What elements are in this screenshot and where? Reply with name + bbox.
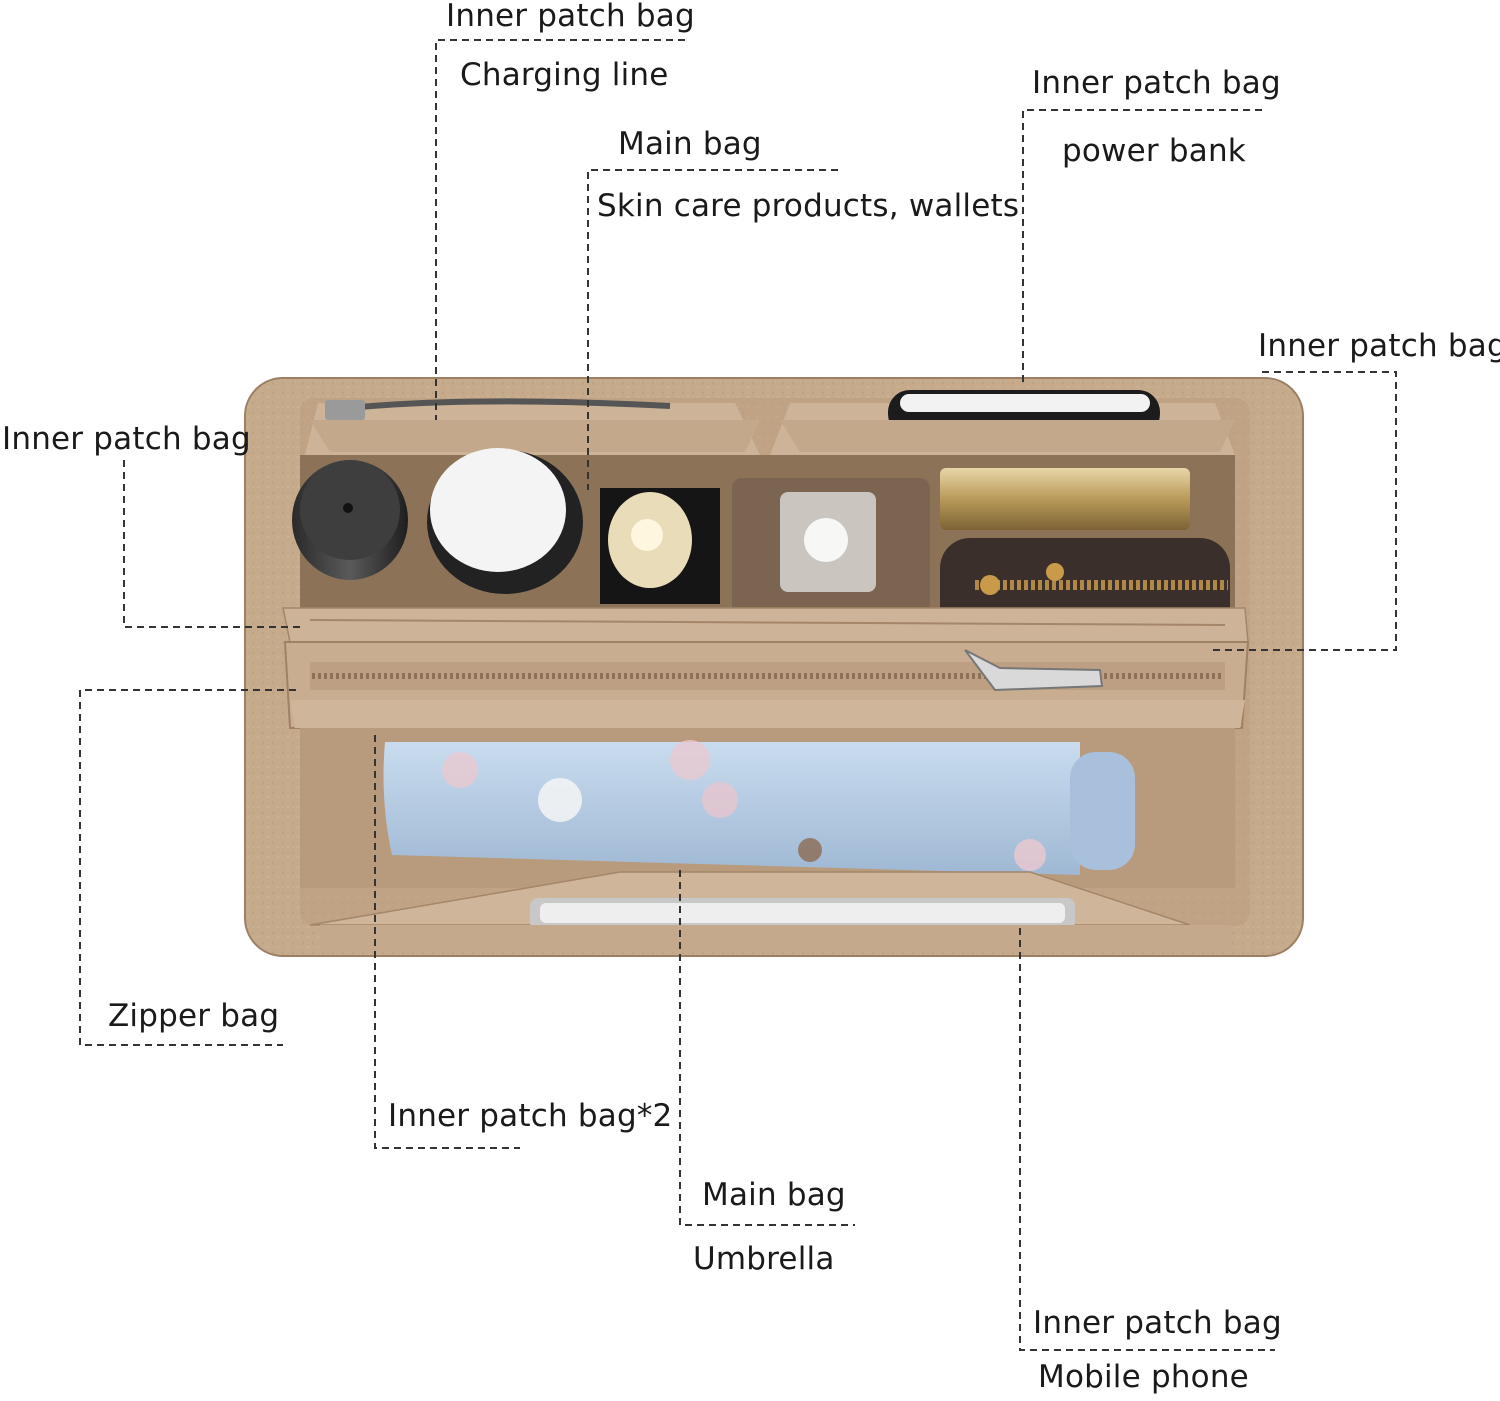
leader-right-inner [1210,371,1397,651]
label-top-left-inner-patch-bag: Inner patch bag [446,0,695,34]
label-power-bank: power bank [1062,133,1246,169]
label-right-inner-patch-bag: Inner patch bag [1258,328,1500,364]
label-mobile-phone: Mobile phone [1038,1359,1249,1395]
label-left-inner-patch-bag: Inner patch bag [2,421,251,457]
back-pockets [305,390,1235,455]
label-bottom-right-inner-patch-bag: Inner patch bag [1033,1305,1282,1341]
label-skin-care-wallets: Skin care products, wallets [597,188,1020,224]
front-pocket [309,871,1230,952]
leader-power-bank [1022,109,1262,382]
center-divider [282,607,1249,643]
label-top-right-inner-patch-bag: Inner patch bag [1032,65,1281,101]
main-compartment-items [292,448,1235,638]
label-charging-line: Charging line [460,57,669,93]
label-inner-patch-bag-x2: Inner patch bag*2 [388,1098,673,1134]
leader-zipper [79,689,296,1046]
leader-bottom-main [679,870,855,1226]
leader-charging-line [435,39,685,420]
label-zipper-bag: Zipper bag [108,998,280,1034]
leader-patch-x2 [374,735,520,1149]
leader-phone [1019,928,1275,1351]
leader-lines [79,39,1397,1351]
zipper-pocket [283,641,1250,729]
front-compartment [300,728,1235,888]
label-top-main-bag: Main bag [618,126,762,162]
label-bottom-main-bag: Main bag [702,1177,846,1213]
label-umbrella: Umbrella [693,1241,835,1277]
